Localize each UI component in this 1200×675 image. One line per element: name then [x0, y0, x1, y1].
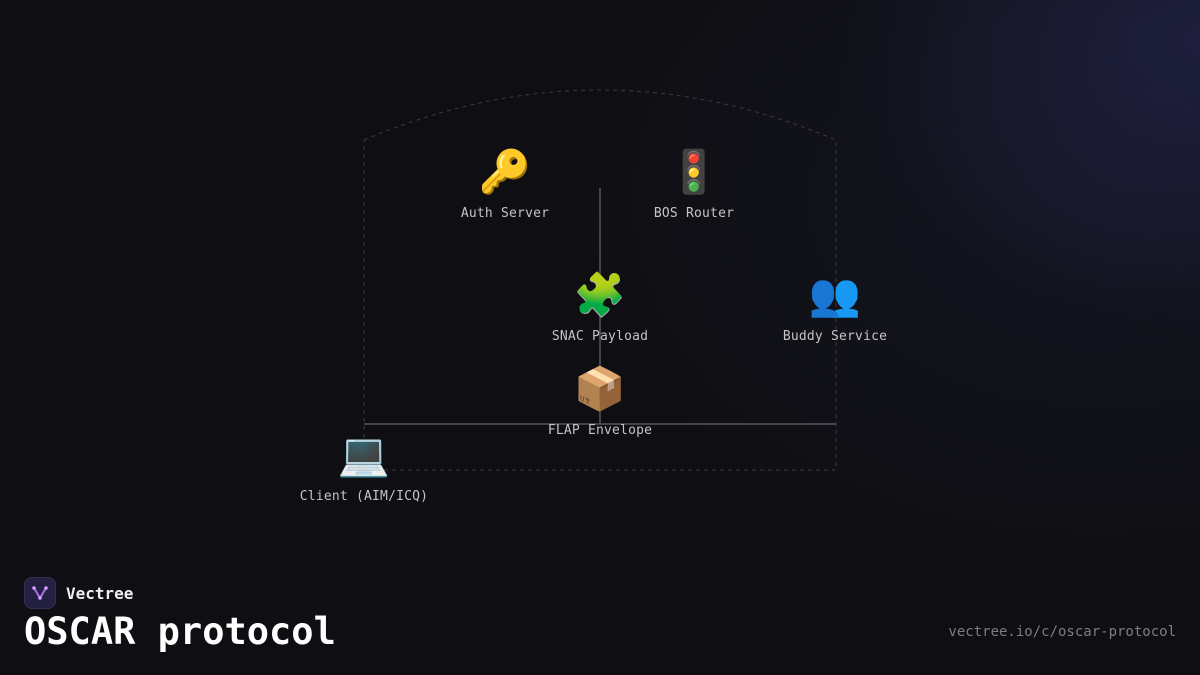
- node-flap-envelope: 📦 FLAP Envelope: [547, 364, 653, 439]
- node-label: FLAP Envelope: [547, 423, 653, 438]
- laptop-icon: 💻: [337, 430, 391, 479]
- node-label: SNAC Payload: [551, 329, 649, 344]
- node-bos-router: 🚦 BOS Router: [653, 147, 735, 222]
- brand: Vectree: [24, 577, 133, 609]
- vectree-logo-icon: [24, 577, 56, 609]
- source-url[interactable]: vectree.io/c/oscar-protocol: [948, 624, 1176, 640]
- node-buddy-service: 👥 Buddy Service: [782, 270, 888, 345]
- node-label: Auth Server: [460, 206, 550, 221]
- page-title: OSCAR protocol: [24, 610, 336, 653]
- outer-dashed-boundary: [363, 89, 837, 471]
- node-label: Buddy Service: [782, 329, 888, 344]
- brand-name: Vectree: [66, 583, 134, 603]
- node-label: BOS Router: [653, 206, 735, 221]
- package-icon: 📦: [573, 364, 627, 413]
- traffic-light-icon: 🚦: [667, 147, 721, 196]
- node-auth-server: 🔑 Auth Server: [460, 147, 550, 222]
- people-icon: 👥: [808, 270, 862, 319]
- key-icon: 🔑: [478, 147, 532, 196]
- node-client: 💻 Client (AIM/ICQ): [299, 430, 429, 505]
- node-label: Client (AIM/ICQ): [299, 489, 429, 504]
- node-snac-payload: 🧩 SNAC Payload: [551, 270, 649, 345]
- puzzle-piece-icon: 🧩: [573, 270, 627, 319]
